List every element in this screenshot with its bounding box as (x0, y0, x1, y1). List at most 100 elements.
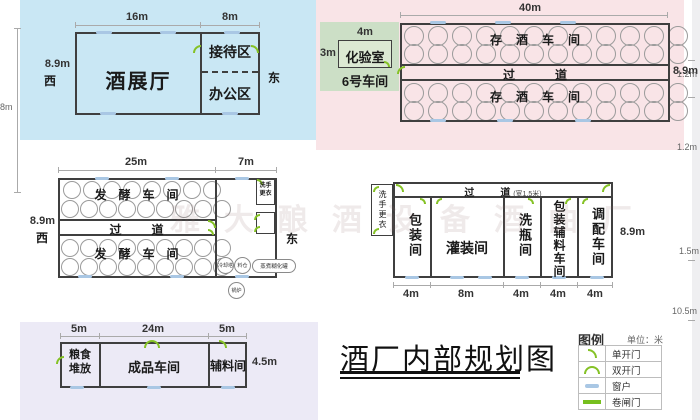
tank-circle (156, 239, 174, 257)
single-door-icon (602, 184, 610, 192)
tick (60, 333, 61, 339)
ferment-aisle-text: 过道 (109, 223, 194, 237)
single-door-icon (579, 346, 606, 361)
window (224, 31, 240, 34)
right-dim-3: 1.5m (679, 246, 700, 256)
process-dim-4: 4m (550, 288, 566, 300)
single-door-icon (373, 186, 379, 192)
single-door-icon (254, 214, 260, 220)
storage-dim-right: 8.9m (673, 65, 699, 77)
tank-circle (156, 258, 174, 276)
process-dim-5: 4m (587, 288, 603, 300)
east-label-2: 东 (285, 232, 298, 246)
tank-circle (524, 44, 544, 64)
ferment-dim-25m: 25m (124, 156, 148, 168)
legend-unit: 单位：米 (627, 335, 664, 345)
auxiliary-room-label: 辅料间 (210, 359, 247, 373)
tank-circle (99, 239, 117, 257)
process-washroom-outline (371, 184, 393, 236)
window (478, 276, 492, 279)
tank-circle (596, 44, 616, 64)
tank-circle (183, 181, 201, 199)
window (160, 31, 176, 34)
east-label-1: 东 (267, 71, 280, 85)
tick (503, 282, 504, 288)
process-dim-2: 8m (458, 288, 474, 300)
tank-circle (452, 44, 472, 64)
window (147, 386, 161, 389)
storage-dim-40m: 40m (518, 2, 542, 14)
panel-exhibition-bg (20, 0, 316, 140)
boiler: 锅炉 (228, 282, 245, 299)
single-door-icon (56, 356, 64, 364)
tick (540, 282, 541, 288)
exhibition-dim-left: 8.9m (44, 58, 70, 70)
finished-dim-24m: 24m (141, 323, 165, 335)
tank-circle (644, 44, 664, 64)
ferment-dim-left: 8.9m (29, 215, 55, 227)
single-door-icon (193, 45, 201, 53)
process-divider-2 (503, 197, 505, 278)
single-door-icon (582, 198, 588, 204)
blending-room-label: 调配车间 (590, 207, 605, 267)
storage-upper-label: 存酒车间 (400, 31, 670, 48)
tank-circle (99, 258, 117, 276)
tick (208, 333, 209, 339)
finished-divider-2 (208, 342, 210, 388)
window (430, 119, 446, 122)
tank-circle (428, 44, 448, 64)
tank-circle (61, 239, 79, 257)
grain-storage-label: 粮食 堆放 (69, 349, 91, 375)
washroom-outline (256, 178, 275, 205)
process-divider-4 (577, 197, 579, 278)
tank-circle (61, 258, 79, 276)
legend-row-window: 窗户 (578, 377, 662, 394)
ferment-lower-label: 发酵车间 (58, 245, 215, 262)
window (221, 386, 235, 389)
west-label-1: 西 (43, 74, 56, 88)
finished-dim-5m-b: 5m (219, 323, 235, 335)
tick (276, 167, 277, 173)
storage-aisle-text: 过道 (502, 68, 607, 82)
tick (246, 333, 247, 339)
exhibition-divider-wall (200, 32, 202, 115)
window (575, 119, 591, 122)
tick (200, 22, 201, 28)
single-door-icon (565, 198, 571, 204)
tank-circle (668, 44, 688, 64)
legend-label: 双开门 (612, 365, 641, 377)
right-dim-2: 1.2m (677, 142, 698, 152)
storage-dim-line (400, 15, 668, 16)
window (78, 275, 92, 278)
process-aisle-text: 过道 (464, 188, 537, 199)
process-dim-3: 4m (513, 288, 529, 300)
finished-dim-5m-a: 5m (71, 323, 87, 335)
tick (430, 282, 431, 288)
window (450, 276, 464, 279)
reception-office-divider (202, 71, 258, 73)
cooling-tower-label: 冷却塔 (218, 263, 234, 269)
window (222, 112, 238, 115)
tank-circle (476, 44, 496, 64)
window (430, 21, 446, 24)
tank-circle (548, 44, 568, 64)
single-door-icon (251, 45, 259, 53)
tank-row (61, 200, 231, 218)
material-bin-label: 料仓 (237, 263, 248, 269)
ferment-dim-7m: 7m (238, 156, 254, 168)
window (560, 21, 576, 24)
window (96, 31, 112, 34)
tank-circle (80, 239, 98, 257)
tank-row (61, 239, 231, 257)
single-door-icon (436, 198, 442, 204)
lab-caption: 6号车间 (341, 74, 389, 89)
single-door-icon (257, 179, 263, 185)
tank-circle (61, 200, 79, 218)
tank-circle (175, 200, 193, 218)
tank-circle (137, 200, 155, 218)
legend-heading: 图例 (578, 333, 605, 348)
window (405, 276, 419, 279)
lab-outline (338, 40, 392, 68)
tank-row (404, 44, 688, 64)
storage-lower-label: 存酒车间 (400, 88, 670, 105)
